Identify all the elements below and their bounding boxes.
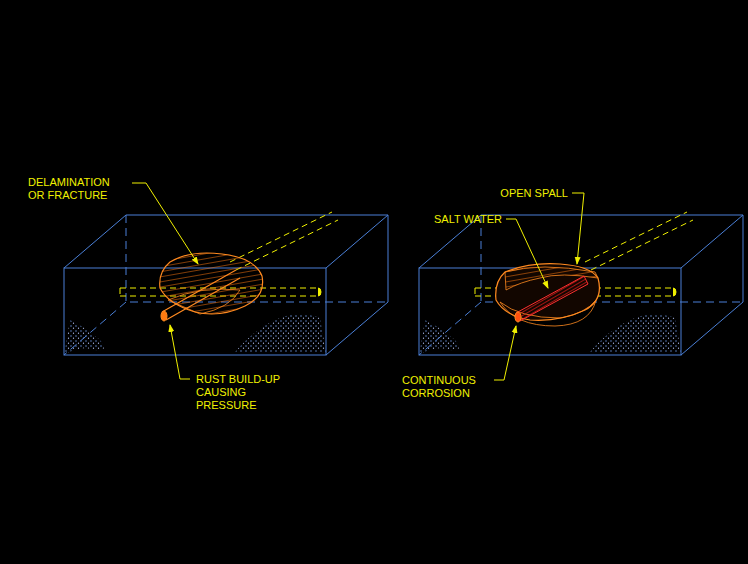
concrete-block xyxy=(419,193,743,380)
callout-label: RUST BUILD-UP CAUSING PRESSURE xyxy=(196,373,288,412)
callout-label: DELAMINATION OR FRACTURE xyxy=(28,176,128,202)
callout-label: CONTINUOUS CORROSION xyxy=(402,374,490,400)
concrete-block xyxy=(64,183,388,379)
callout-label: SALT WATER xyxy=(434,213,502,226)
callout-label: OPEN SPALL xyxy=(500,187,568,200)
